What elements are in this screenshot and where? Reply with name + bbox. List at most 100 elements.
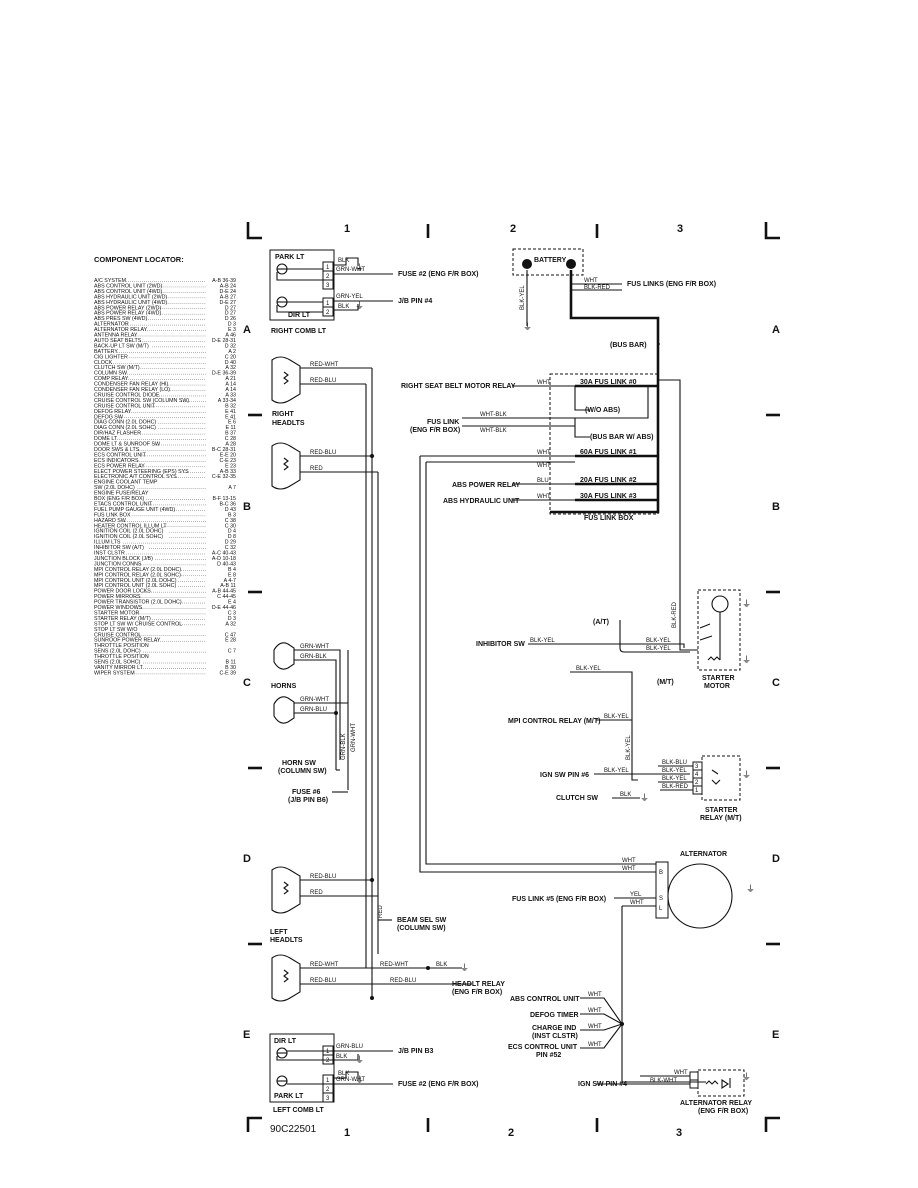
fus-link-2-label: 20A FUS LINK #2	[580, 477, 637, 484]
locator-item-name: IGNITION COIL (2.0L DOHC)	[94, 529, 164, 535]
wo-abs-label: (W/O ABS)	[585, 407, 620, 414]
fus-link5-label: FUS LINK #5 (ENG F/R BOX)	[512, 896, 606, 903]
locator-item-ref: D 40	[225, 360, 236, 366]
inhibitor-sw-label: INHIBITOR SW	[476, 641, 525, 648]
svg-text:BLK-WHT: BLK-WHT	[650, 1078, 677, 1084]
headlt-buses	[365, 368, 379, 1000]
locator-item-name: CIG LIGHTER	[94, 354, 128, 360]
battery: BATTERY BLK-YEL WHT BLK-RED FUS LINKS (E…	[512, 248, 716, 514]
row-label-b-right: B	[772, 501, 780, 513]
park-lt-r-label: PARK LT	[275, 254, 305, 261]
svg-text:BLK-RED: BLK-RED	[672, 601, 678, 628]
locator-item-name: POWER MIRRORS	[94, 594, 141, 600]
fuse2-top-label: FUSE #2 (ENG F/R BOX)	[398, 271, 479, 278]
svg-text:GRN-WHT: GRN-WHT	[336, 1077, 365, 1083]
svg-text:(J/B PIN B6): (J/B PIN B6)	[288, 797, 328, 804]
locator-item-name: VANITY MIRROR LT	[94, 665, 144, 671]
locator-item-ref: E-E 20	[220, 452, 236, 458]
locator-item-ref: D 29	[225, 540, 236, 546]
svg-text:(ENG F/R BOX): (ENG F/R BOX)	[452, 989, 502, 996]
locator-item-name: ENGINE FUSE/RELAY	[94, 491, 149, 497]
locator-item-name: ENGINE COOLANT TEMP	[94, 480, 158, 486]
ground-icon: ⏚	[742, 770, 751, 780]
locator-item-ref: A 14	[225, 382, 236, 388]
locator-item-ref: B 32	[225, 403, 236, 409]
ground-icon: ⏚	[640, 793, 649, 803]
svg-text:RED-BLU: RED-BLU	[310, 450, 336, 456]
locator-item-ref: D 27	[225, 305, 236, 311]
locator-item-name: ECS POWER RELAY	[94, 463, 145, 469]
svg-text:(INST CLSTR): (INST CLSTR)	[532, 1033, 578, 1040]
svg-text:BLK-YEL: BLK-YEL	[646, 638, 671, 644]
row-label-c-right: C	[772, 677, 780, 689]
left-headlts: RED-BLU RED LEFT HEADLTS RED-WHT RED-BLU…	[270, 866, 505, 1002]
locator-item-ref: E 41	[225, 409, 236, 415]
svg-text:WHT: WHT	[537, 463, 551, 469]
locator-item-name: DEFOG RELAY	[94, 409, 132, 415]
svg-text:BLK-RED: BLK-RED	[584, 285, 611, 291]
col-label-1-bottom: 1	[344, 1127, 350, 1139]
locator-item-ref: C 28	[225, 436, 236, 442]
ground-icon: ⏚	[746, 884, 755, 894]
col-label-2: 2	[510, 223, 516, 235]
starter-relay-label: STARTER	[705, 807, 738, 814]
svg-text:GRN-YEL: GRN-YEL	[336, 294, 363, 300]
svg-text:BLK-BLU: BLK-BLU	[662, 760, 687, 766]
svg-text:2: 2	[695, 780, 699, 786]
locator-item-ref: A 28	[225, 442, 236, 448]
mt-label: (M/T)	[657, 679, 674, 686]
locator-item-name: POWER DOOR LOCKS	[94, 589, 151, 595]
locator-item-name: CONDENSER FAN RELAY (LO)	[94, 387, 170, 393]
locator-item-ref: E 6	[228, 420, 236, 426]
clutch-sw-label: CLUTCH SW	[556, 795, 598, 802]
locator-item-ref: B 30	[225, 665, 236, 671]
locator-item-name: POWER TRANSISTOR (2.0L DOHC)	[94, 600, 182, 606]
svg-text:BLU: BLU	[537, 478, 549, 484]
locator-item-ref: B-C 36	[220, 501, 237, 507]
col-label-2-bottom: 2	[508, 1127, 514, 1139]
locator-item-ref: A 21	[225, 376, 236, 382]
fus-link-1-label: 60A FUS LINK #1	[580, 449, 637, 456]
svg-text:3: 3	[326, 1096, 330, 1102]
svg-text:BLK: BLK	[338, 304, 349, 310]
locator-item-name: DEFOG SW	[94, 414, 123, 420]
locator-item-name: POWER WINDOWS	[94, 605, 143, 611]
svg-text:RED-BLU: RED-BLU	[390, 978, 416, 984]
svg-text:(COLUMN SW): (COLUMN SW)	[278, 768, 327, 775]
svg-text:3: 3	[326, 283, 330, 289]
svg-text:BLK-YEL: BLK-YEL	[646, 646, 671, 652]
svg-text:GRN-WHT: GRN-WHT	[336, 267, 365, 273]
locator-item-name: ALTERNATOR	[94, 322, 129, 328]
locator-item-name: ETACS CONTROL UNIT	[94, 501, 153, 507]
fus-link-box-label: FUS LINK BOX	[584, 515, 634, 522]
svg-text:YEL: YEL	[630, 892, 642, 898]
alternator-label: ALTERNATOR	[680, 851, 727, 858]
locator-item-name: DOME LT & SUNROOF SW	[94, 442, 160, 448]
locator-item-ref: A 46	[225, 333, 236, 339]
locator-item-ref: E 3	[228, 327, 236, 333]
locator-item-ref: D 4	[228, 529, 236, 535]
svg-text:GRN-BLK: GRN-BLK	[300, 654, 327, 660]
svg-text:MOTOR: MOTOR	[704, 683, 730, 690]
locator-item-name: MPI CONTROL UNIT (2.0L SOHC)	[94, 583, 176, 589]
locator-item-name: ALTERNATOR RELAY	[94, 327, 148, 333]
locator-item-ref: C 32	[225, 545, 236, 551]
col-label-3: 3	[677, 223, 683, 235]
row-label-b: B	[243, 501, 251, 513]
locator-item-ref: A-B 27	[220, 294, 236, 300]
locator-item-ref: A-B 33	[220, 469, 236, 475]
ecs-cu-label: ECS CONTROL UNIT	[508, 1044, 578, 1051]
svg-text:RED-WHT: RED-WHT	[310, 962, 339, 968]
left-headlts-label: LEFT	[270, 929, 288, 936]
locator-item-ref: D 27	[225, 311, 236, 317]
fus-link-eng-label: FUS LINK	[427, 419, 459, 426]
locator-item-ref: A-B 36-39	[212, 278, 236, 284]
dir-lt-r-label: DIR LT	[288, 312, 311, 319]
ground-icon: ⏚	[742, 1072, 751, 1082]
locator-item-name: FUS LINK BOX	[94, 512, 131, 518]
locator-item-ref: B 37	[225, 431, 236, 437]
ground-icon: ⏚	[742, 655, 751, 665]
locator-item-ref: E 8	[228, 572, 236, 578]
locator-item-name: ABS HYDRAULIC UNIT (4WD)	[94, 300, 167, 306]
svg-text:WHT: WHT	[537, 450, 551, 456]
